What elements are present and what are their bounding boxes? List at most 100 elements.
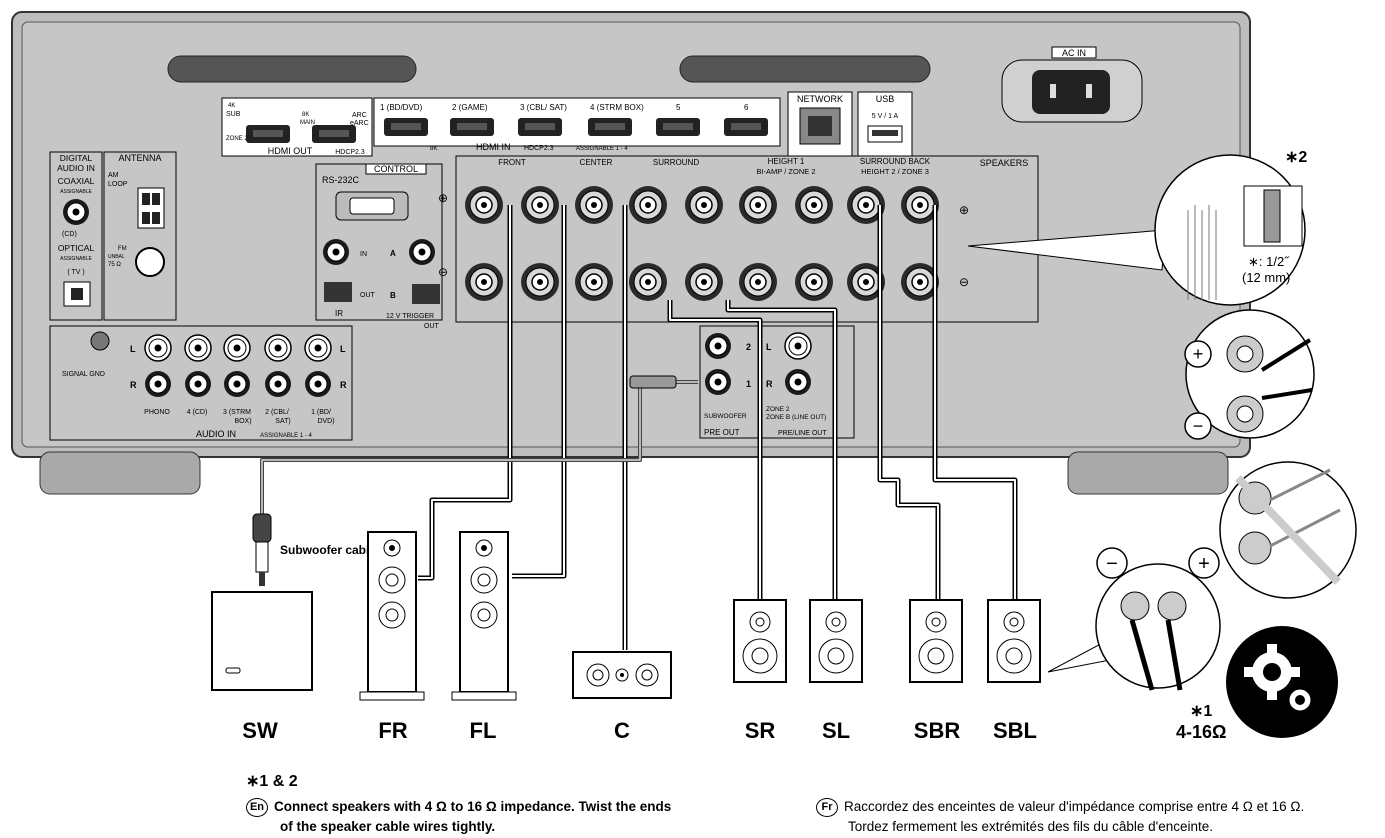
speaker-binding-post[interactable] <box>794 185 834 225</box>
speaker-binding-post[interactable] <box>738 262 778 302</box>
network-usb-group: NETWORK USB 5 V / 1 A <box>787 91 913 157</box>
speaker-label-fl: FL <box>470 718 497 743</box>
svg-text:AUDIO IN: AUDIO IN <box>57 163 95 173</box>
hdmi-in-port[interactable] <box>384 118 428 136</box>
svg-text:SUBWOOFER: SUBWOOFER <box>704 413 747 420</box>
svg-text:−: − <box>1106 553 1118 575</box>
svg-text:HDCP2.3: HDCP2.3 <box>524 145 554 152</box>
language-badge-fr: Fr <box>816 797 838 817</box>
fm-antenna-jack[interactable] <box>135 247 165 277</box>
coaxial-input-jack[interactable] <box>62 198 90 226</box>
svg-text:PRE OUT: PRE OUT <box>704 428 740 437</box>
speaker-label-sl: SL <box>822 718 850 743</box>
front-left-speaker <box>451 531 517 701</box>
speaker-terminals-group: SPEAKERS FRONT CENTER SURROUND HEIGHT 1 … <box>438 155 1039 323</box>
svg-text:AM: AM <box>108 172 119 179</box>
svg-text:4 (CD): 4 (CD) <box>187 409 208 416</box>
subwoofer-2-jack[interactable] <box>704 332 732 360</box>
speaker-label-fr: FR <box>378 718 407 743</box>
hdmi-in-port[interactable] <box>518 118 562 136</box>
signal-gnd-screw[interactable] <box>90 331 110 351</box>
speaker-binding-post[interactable] <box>574 262 614 302</box>
svg-text:SURROUND BACK: SURROUND BACK <box>860 157 931 166</box>
svg-text:ZONE B (LINE OUT): ZONE B (LINE OUT) <box>766 414 826 421</box>
svg-text:1 (BD/DVD): 1 (BD/DVD) <box>380 103 423 112</box>
svg-text:SURROUND: SURROUND <box>653 158 699 167</box>
svg-text:ASSIGNABLE 1 - 4: ASSIGNABLE 1 - 4 <box>576 146 628 152</box>
hdmi-in-port[interactable] <box>656 118 700 136</box>
svg-text:SUB: SUB <box>226 111 241 118</box>
phono-r-jack[interactable] <box>144 370 172 398</box>
trigger-a-jack[interactable] <box>408 238 436 266</box>
svg-text:OUT: OUT <box>360 292 376 299</box>
language-badge-en: En <box>246 797 268 817</box>
zone2-l-jack[interactable] <box>784 332 812 360</box>
svg-text:B: B <box>390 291 396 300</box>
hdmi-in-port[interactable] <box>724 118 768 136</box>
cd-r-jack[interactable] <box>184 370 212 398</box>
svg-text:IR: IR <box>335 309 343 318</box>
svg-text:⊕: ⊕ <box>959 203 969 217</box>
cbl-l-jack[interactable] <box>264 334 292 362</box>
svg-text:CENTER: CENTER <box>580 158 613 167</box>
svg-text:⊖: ⊖ <box>959 275 969 289</box>
hdmi-in-port[interactable] <box>588 118 632 136</box>
speaker-binding-post[interactable] <box>520 185 560 225</box>
subwoofer-speaker <box>211 591 313 691</box>
cbl-r-jack[interactable] <box>264 370 292 398</box>
speaker-binding-post[interactable] <box>628 185 668 225</box>
settings-gear-badge <box>1226 626 1338 738</box>
svg-text:BI-AMP / ZONE 2: BI-AMP / ZONE 2 <box>756 167 815 176</box>
speaker-binding-post[interactable] <box>628 262 668 302</box>
hdmi-in-port[interactable] <box>450 118 494 136</box>
speaker-binding-post[interactable] <box>684 262 724 302</box>
speaker-binding-post[interactable] <box>738 185 778 225</box>
svg-text:RS-232C: RS-232C <box>322 175 360 185</box>
speaker-binding-post[interactable] <box>464 185 504 225</box>
bd-l-jack[interactable] <box>304 334 332 362</box>
surround-back-left-speaker <box>987 599 1041 683</box>
bd-r-jack[interactable] <box>304 370 332 398</box>
svg-text:+: + <box>1198 553 1210 575</box>
trigger-b-jack[interactable] <box>412 284 440 304</box>
control-group: CONTROL RS-232C IN OUT IR A B 12 V TRIGG… <box>315 163 443 330</box>
speaker-binding-post[interactable] <box>684 185 724 225</box>
pre-out-group: 2 1 L R SUBWOOFER ZONE 2 ZONE B (LINE OU… <box>699 325 855 439</box>
ir-in-jack[interactable] <box>322 238 350 266</box>
svg-text:ANTENNA: ANTENNA <box>118 153 161 163</box>
svg-text:3 (CBL/ SAT): 3 (CBL/ SAT) <box>520 103 567 112</box>
svg-text:DIGITAL: DIGITAL <box>60 153 93 163</box>
svg-text:1: 1 <box>746 379 751 389</box>
svg-text:HEIGHT 2 / ZONE 3: HEIGHT 2 / ZONE 3 <box>861 167 929 176</box>
gear-icon <box>1244 644 1300 700</box>
speaker-label-sbr: SBR <box>914 718 961 743</box>
subwoofer-1-jack[interactable] <box>704 368 732 396</box>
speaker-binding-post[interactable] <box>794 262 834 302</box>
speakers-row <box>211 531 1041 701</box>
ir-out-jack[interactable] <box>324 282 352 302</box>
am-loop-terminal[interactable] <box>137 187 165 229</box>
cd-l-jack[interactable] <box>184 334 212 362</box>
hdmi-out-sub-port[interactable] <box>246 125 290 143</box>
center-speaker <box>572 651 672 699</box>
svg-text:R: R <box>130 380 137 390</box>
audio-in-label: AUDIO IN <box>196 429 236 439</box>
svg-text:L: L <box>766 342 772 352</box>
svg-text:⊖: ⊖ <box>438 265 448 279</box>
svg-text:4 (STRM BOX): 4 (STRM BOX) <box>590 103 644 112</box>
speaker-binding-post[interactable] <box>464 262 504 302</box>
svg-text:OPTICAL: OPTICAL <box>58 243 95 253</box>
speaker-binding-post[interactable] <box>520 262 560 302</box>
svg-text:ASSIGNABLE: ASSIGNABLE <box>60 256 92 262</box>
strm-l-jack[interactable] <box>223 334 251 362</box>
phono-l-jack[interactable] <box>144 334 172 362</box>
hdmi-out-main-port[interactable] <box>312 125 356 143</box>
speaker-binding-post[interactable] <box>574 185 614 225</box>
strm-r-jack[interactable] <box>223 370 251 398</box>
svg-text:A: A <box>390 249 396 258</box>
svg-text:LOOP: LOOP <box>108 181 128 188</box>
zone2-r-jack[interactable] <box>784 368 812 396</box>
speaker-label-c: C <box>614 718 630 743</box>
note-star2: ∗2 <box>1285 149 1307 166</box>
